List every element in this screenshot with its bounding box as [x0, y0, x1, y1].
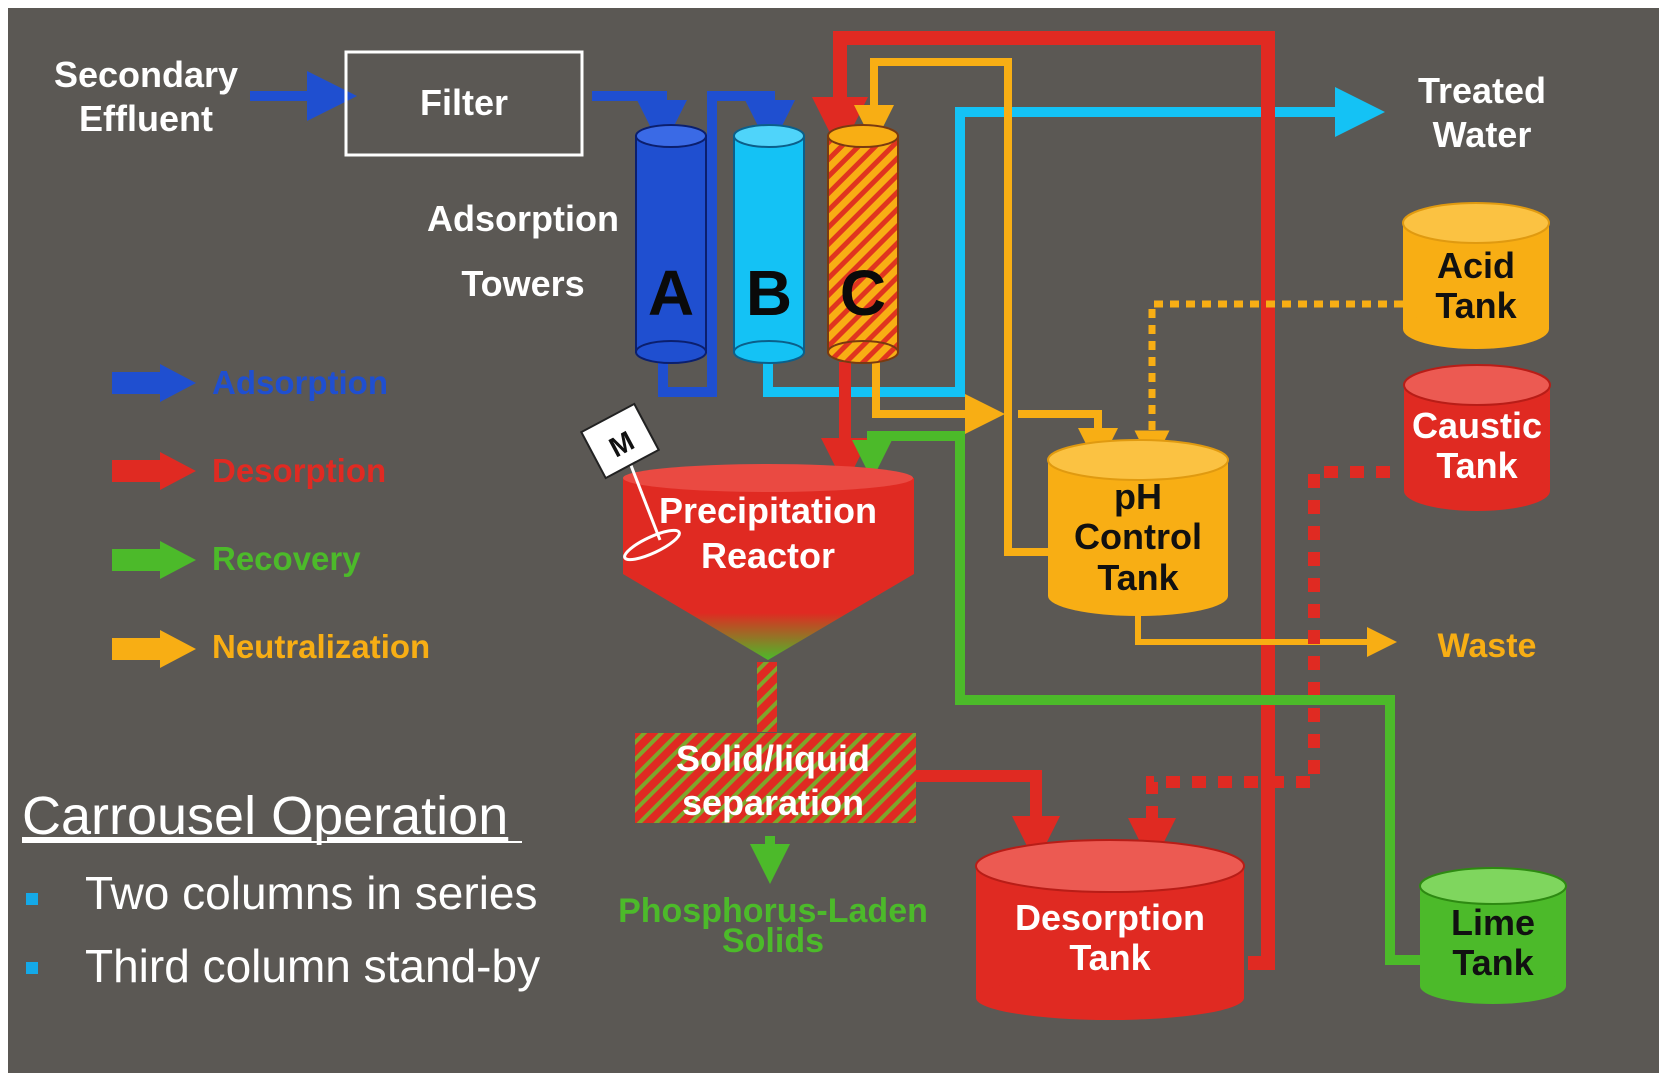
ph-tank-label: pH	[1114, 476, 1162, 517]
caustic-tank: Caustic Tank	[1403, 364, 1551, 511]
tower-b: B	[733, 124, 805, 364]
solid-liquid-separation: Solid/liquid separation	[635, 733, 916, 823]
filter-to-a-pipe	[592, 91, 687, 150]
legend-arrow-recovery	[112, 541, 196, 579]
lime-to-reactor-pipe	[852, 431, 1420, 965]
legend-label-desorption: Desorption	[212, 452, 386, 489]
carrousel-bullet-1: Two columns in series	[85, 867, 538, 919]
separation-to-desorption-pipe	[916, 770, 1060, 864]
filter-label: Filter	[420, 82, 508, 123]
desorption-tank-label: Desorption	[1015, 897, 1205, 938]
carrousel-title: Carrousel Operation	[22, 786, 508, 846]
lime-tank-label: Lime	[1451, 902, 1535, 943]
desorption-tank: Desorption Tank	[975, 839, 1245, 1020]
tower-a-letter: A	[648, 257, 694, 329]
legend-arrow-adsorption	[112, 364, 196, 402]
treated-water-label: Treated	[1418, 70, 1546, 111]
acid-tank: Acid Tank	[1402, 202, 1550, 349]
towers-label: Adsorption	[427, 198, 619, 239]
caustic-tank-label: Caustic	[1412, 405, 1542, 446]
acid-dotted-line	[1134, 300, 1403, 466]
legend-arrow-desorption	[112, 452, 196, 490]
motor-icon: M	[579, 402, 661, 480]
carrousel-section: Carrousel Operation Two columns in serie…	[22, 786, 540, 992]
separation-label-2: separation	[682, 782, 864, 823]
legend-item-neutralization: Neutralization	[112, 628, 430, 668]
mixer: M	[579, 402, 681, 562]
desorption-return-pipe	[812, 31, 1275, 970]
bullet-icon	[26, 962, 38, 974]
tower-a: A	[635, 124, 707, 364]
treated-water-label-2: Water	[1433, 114, 1532, 155]
acid-tank-label: Acid	[1437, 245, 1515, 286]
ph-tank-label-3: Tank	[1097, 557, 1179, 598]
acid-tank-label-2: Tank	[1435, 285, 1517, 326]
caustic-tank-label-2: Tank	[1436, 445, 1518, 486]
lime-tank-label-2: Tank	[1452, 942, 1534, 983]
precipitation-reactor: Precipitation Reactor	[623, 464, 914, 660]
waste-label: Waste	[1438, 627, 1537, 665]
tower-b-letter: B	[746, 257, 792, 329]
legend-item-recovery: Recovery	[112, 540, 361, 579]
secondary-effluent-label-2: Effluent	[79, 98, 213, 139]
ph-to-waste-pipe	[1135, 612, 1397, 657]
reactor-label: Precipitation	[659, 490, 877, 531]
legend-label-recovery: Recovery	[212, 540, 361, 577]
c-neutralization-out	[872, 362, 1005, 434]
ph-tank-label-2: Control	[1074, 516, 1202, 557]
filter-box	[344, 50, 584, 157]
legend-item-desorption: Desorption	[112, 452, 386, 490]
legend-label-neutralization: Neutralization	[212, 628, 430, 665]
a-to-b-pipe	[658, 91, 795, 397]
towers-label-2: Towers	[461, 263, 584, 304]
desorption-tank-label-2: Tank	[1069, 937, 1151, 978]
legend-arrow-neutralization	[112, 630, 196, 668]
tower-c-letter: C	[840, 257, 886, 329]
legend-item-adsorption: Adsorption	[112, 364, 388, 402]
solids-label-2: Solids	[722, 922, 824, 960]
ph-control-tank: pH Control Tank	[1047, 439, 1229, 616]
b-to-treated-pipe	[763, 87, 1385, 397]
legend: Adsorption Desorption Recovery Neutraliz…	[112, 364, 430, 668]
secondary-effluent-label: Secondary	[54, 54, 238, 95]
solids-label: Phosphorus-Laden	[618, 892, 928, 930]
bullet-icon	[26, 893, 38, 905]
separation-label: Solid/liquid	[676, 738, 870, 779]
ph-to-c-pipe	[854, 58, 1048, 556]
carrousel-bullet-2: Third column stand-by	[85, 940, 540, 992]
to-ph-tank-pipe	[1018, 410, 1118, 468]
legend-label-adsorption: Adsorption	[212, 364, 388, 401]
tower-c: C	[827, 124, 899, 364]
reactor-to-separation-link	[757, 662, 777, 732]
lime-tank: Lime Tank	[1419, 867, 1567, 1004]
reactor-label-2: Reactor	[701, 535, 835, 576]
